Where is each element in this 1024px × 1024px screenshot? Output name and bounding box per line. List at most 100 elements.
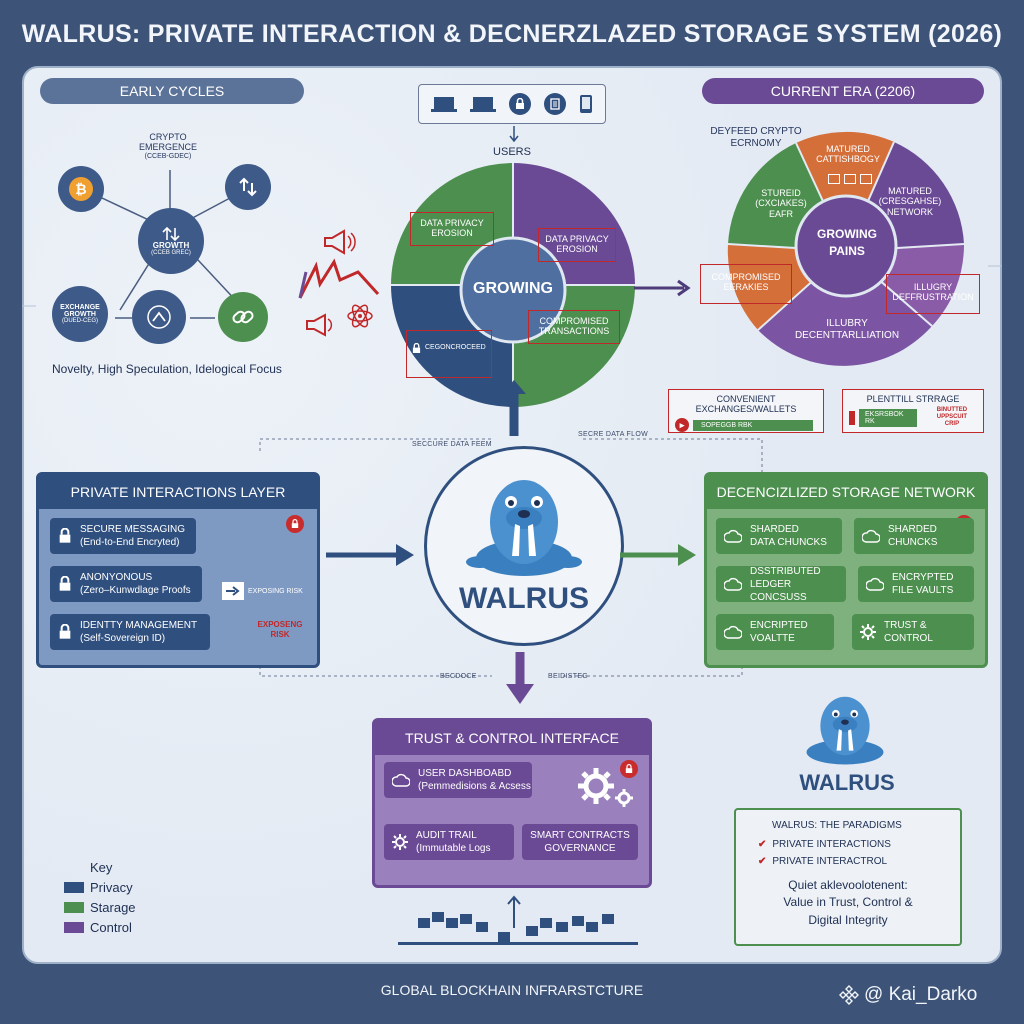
users-arrow: [509, 126, 519, 143]
footer-label: GLOBAL BLOCKHAIN INFRARSTCTURE: [380, 982, 644, 998]
private-to-walrus-arrow: [326, 544, 414, 566]
lock-icon: [59, 528, 71, 543]
walrus-hub-label: WALRUS: [459, 582, 589, 615]
private-layer-header: PRIVATE INTERACTIONS LAYER: [39, 475, 317, 509]
binance-logo-icon: [839, 985, 859, 1005]
flow-label-2: SECRE DATA FLOW: [578, 431, 648, 438]
early-caption: Novelty, High Speculation, Idelogical Fo…: [52, 362, 282, 376]
lock-icon: [412, 343, 421, 353]
walrus-brand-label: WALRUS: [799, 770, 895, 795]
trust-interface-header: TRUST & CONTROL INTERFACE: [375, 721, 649, 755]
gears-icon: [578, 768, 633, 807]
page-title: WALRUS: PRIVATE INTERACTION & DECNERZLAZ…: [21, 20, 1003, 48]
lock-icon: [59, 624, 71, 639]
user-dashboard-item: USER DASHBOABD(Pemmedisions & Acsess: [384, 762, 532, 798]
flow-label-1: SECCURE DATA FEEM: [412, 441, 492, 448]
check-icon: ✔: [758, 856, 767, 867]
cloud-icon: [866, 577, 884, 591]
flow-label-4: BEIDISTEG: [548, 673, 589, 680]
handshake-icon: [147, 305, 171, 329]
growth-arrows-icon: [162, 226, 180, 241]
lock-icon: [59, 576, 71, 591]
lock-icon: [508, 93, 531, 115]
walrus-small-mascot-icon: [806, 696, 884, 765]
audit-trail-item: AUDIT TRAIL(Immutable Logs: [384, 824, 514, 860]
growing-pie: [391, 163, 635, 407]
chain-link-node: [218, 292, 268, 342]
current-center-label: GROWING PAINS: [817, 227, 877, 258]
growing-to-current-arrow: [634, 279, 691, 297]
trust-control-item: TRUST &CONTROL: [852, 614, 974, 650]
flow-label-3: BECDOCE: [440, 673, 477, 680]
arrow-right-icon: [222, 582, 244, 600]
alert-zigzag: [298, 258, 380, 299]
exposing-risk-tag: EXPOSING RISK: [222, 582, 303, 600]
gear-icon: [860, 624, 876, 640]
growth-node: GROWTH (CCEB GREC): [138, 208, 204, 274]
megaphone-icon: [324, 229, 356, 255]
growing-q3-box: [406, 330, 492, 378]
growing-q3-label: CEGONCROCEED: [412, 343, 492, 354]
chain-link-icon: [232, 310, 254, 324]
legend-control: Control: [64, 920, 136, 935]
current-era-pie: [727, 131, 965, 366]
paradigm-quote: Quiet aklevoolotenent: Value in Trust, C…: [783, 878, 913, 927]
check-icon: ✔: [758, 839, 767, 850]
secure-messaging-item: SECURE MESSAGING(End-to-End Encryted): [50, 518, 196, 554]
cloud-lock-icon: [392, 773, 410, 787]
gear-icon: [392, 834, 408, 850]
growing-q4-box: [528, 310, 620, 344]
cloud-icon: [724, 577, 742, 591]
exchange-arrows-icon: [239, 177, 257, 197]
user-devices: [418, 84, 606, 124]
laptop-icon: [470, 97, 497, 112]
document-icon: [543, 93, 566, 115]
paradigm-item-1: ✔ PRIVATE INTERACTIONS: [758, 839, 891, 850]
laptop-icon: [431, 97, 458, 112]
bitcoin-node: ₿: [58, 166, 104, 212]
connector-lines: [22, 265, 1002, 677]
handshake-node: [132, 290, 186, 344]
play-icon: ▸: [675, 418, 689, 432]
paradigm-item-2: ✔ PRIVATE INTERACTROL: [758, 856, 888, 867]
current-s5-box: [886, 274, 980, 314]
early-top-node: CRYPTO EMERGENCE (CCEB-GDEC): [138, 132, 197, 160]
megaphone-icon: [306, 313, 333, 337]
storage-bar-icon: [849, 410, 855, 425]
legend-privacy: Privacy: [64, 880, 136, 895]
bitcoin-icon: ₿: [69, 177, 93, 201]
atom-icon: [347, 304, 373, 328]
current-s3-label: MATURED(CRESGAHSE)NETWORK: [878, 186, 942, 217]
legend: Key Privacy Starage Control: [64, 860, 136, 935]
paradigm-box: WALRUS: THE PARADIGMS ✔ PRIVATE INTERACT…: [734, 808, 962, 946]
storage-layer-header: DECENCIZLIZED STORAGE NETWORK: [707, 475, 985, 509]
growing-q1-box: [410, 212, 494, 246]
alert-lock-icon: [620, 760, 638, 778]
current-era-pill: CURRENT ERA (2206): [702, 78, 984, 104]
early-cycles-pill: EARLY CYCLES: [40, 78, 304, 104]
growing-q2-box: [538, 228, 616, 262]
exchange-growth-node: EXCHANGE GROWTH (DUED-CEG): [52, 286, 108, 342]
cloud-icon: [724, 529, 742, 543]
bank-icons: [828, 174, 872, 184]
walrus-to-storage-arrow: [620, 544, 696, 566]
bank-icon: [860, 174, 872, 184]
watermark: @ Kai_Darko: [838, 984, 977, 1006]
bank-icon: [828, 174, 840, 184]
current-s2-label: STUREID(CXCIAKES)EAFR: [755, 188, 807, 219]
phone-icon: [579, 95, 592, 113]
walrus-mascot-icon: [466, 480, 582, 576]
users-label: USERS: [493, 146, 531, 158]
bank-icon: [844, 174, 856, 184]
